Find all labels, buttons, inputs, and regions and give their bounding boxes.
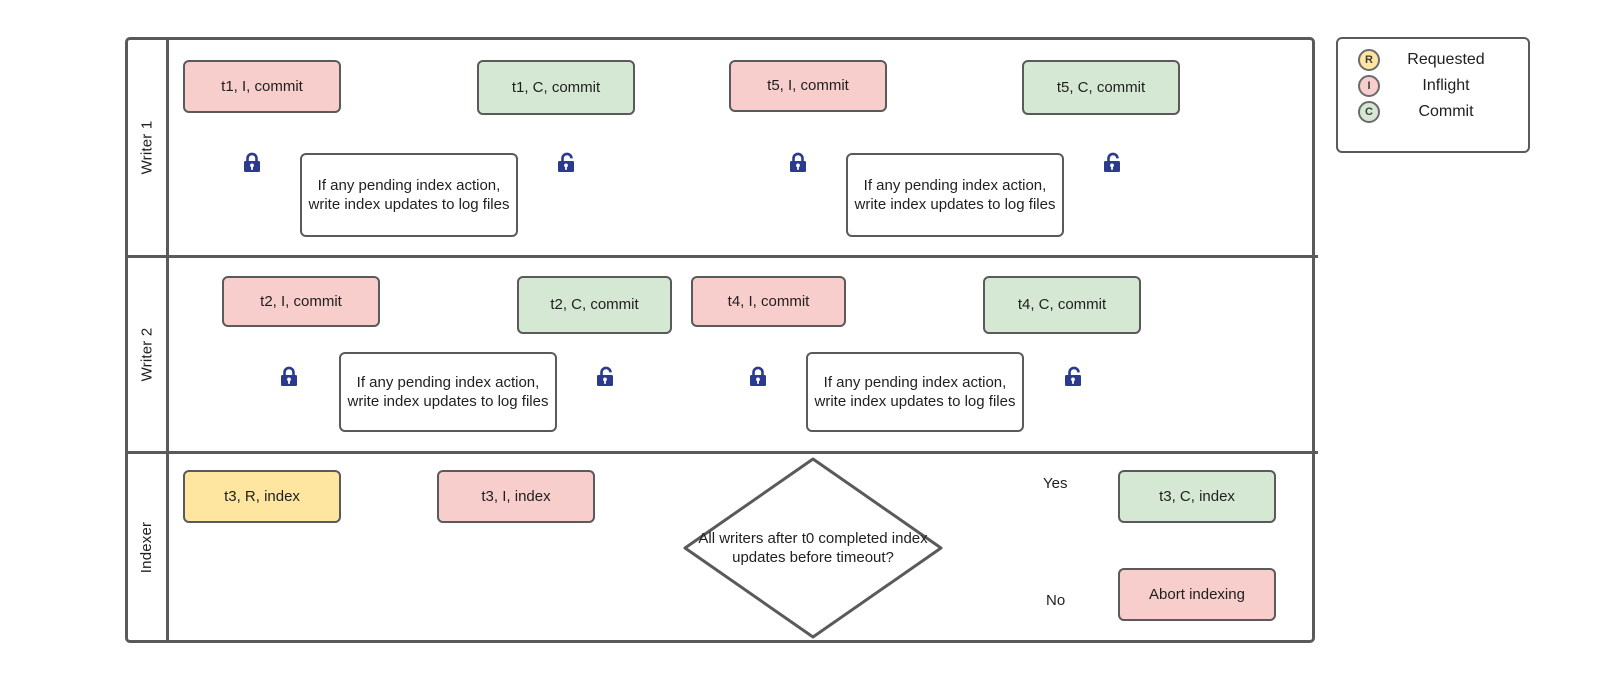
requested-badge-icon: R: [1358, 49, 1380, 71]
legend-label-commit: Commit: [1418, 103, 1474, 120]
lock-open-icon: [556, 152, 576, 174]
node-t4-inflight[interactable]: t4, I, commit: [691, 276, 846, 327]
node-t1-write-index-process[interactable]: If any pending index action, write index…: [300, 153, 518, 237]
node-t1-commit[interactable]: t1, C, commit: [477, 60, 635, 115]
node-t1-inflight[interactable]: t1, I, commit: [183, 60, 341, 113]
node-t3-requested[interactable]: t3, R, index: [183, 470, 341, 523]
legend-item-commit: C Commit: [1338, 99, 1528, 125]
lock-closed-icon: [788, 152, 808, 174]
lock-closed-icon: [748, 366, 768, 388]
diamond-shape: [683, 457, 943, 639]
legend-panel: R Requested I Inflight C Commit: [1336, 37, 1530, 153]
lock-open-icon: [595, 366, 615, 388]
node-decision-all-writers-completed[interactable]: All writers after t0 completed index upd…: [681, 455, 945, 641]
lock-open-icon: [1063, 366, 1083, 388]
node-t4-write-index-process[interactable]: If any pending index action, write index…: [806, 352, 1024, 432]
lane-writer1: Writer 1: [128, 40, 1318, 258]
lane-label-writer2: Writer 2: [138, 327, 156, 382]
lane-header-indexer: Indexer: [128, 454, 169, 640]
decision-label: All writers after t0 completed index upd…: [698, 529, 928, 567]
lane-indexer: Indexer: [128, 454, 1318, 640]
lock-closed-icon: [242, 152, 262, 174]
node-t3-inflight[interactable]: t3, I, index: [437, 470, 595, 523]
legend-item-requested: R Requested: [1338, 47, 1528, 73]
lane-writer2: Writer 2: [128, 258, 1318, 454]
edge-label-yes: Yes: [1040, 475, 1071, 492]
node-t2-write-index-process[interactable]: If any pending index action, write index…: [339, 352, 557, 432]
inflight-badge-icon: I: [1358, 75, 1380, 97]
node-t4-commit[interactable]: t4, C, commit: [983, 276, 1141, 334]
lane-label-writer1: Writer 1: [138, 120, 156, 175]
commit-badge-icon: C: [1358, 101, 1380, 123]
node-t5-commit[interactable]: t5, C, commit: [1022, 60, 1180, 115]
lock-open-icon: [1102, 152, 1122, 174]
node-t2-inflight[interactable]: t2, I, commit: [222, 276, 380, 327]
node-t5-inflight[interactable]: t5, I, commit: [729, 60, 887, 112]
lane-header-writer1: Writer 1: [128, 40, 169, 255]
lane-header-writer2: Writer 2: [128, 258, 169, 451]
node-abort-indexing[interactable]: Abort indexing: [1118, 568, 1276, 621]
legend-item-inflight: I Inflight: [1338, 73, 1528, 99]
lane-label-indexer: Indexer: [138, 521, 156, 573]
node-t5-write-index-process[interactable]: If any pending index action, write index…: [846, 153, 1064, 237]
legend-label-requested: Requested: [1407, 51, 1485, 68]
node-t3-commit[interactable]: t3, C, index: [1118, 470, 1276, 523]
edge-label-no: No: [1043, 592, 1069, 609]
node-t2-commit[interactable]: t2, C, commit: [517, 276, 672, 334]
lock-closed-icon: [279, 366, 299, 388]
legend-label-inflight: Inflight: [1422, 77, 1470, 94]
